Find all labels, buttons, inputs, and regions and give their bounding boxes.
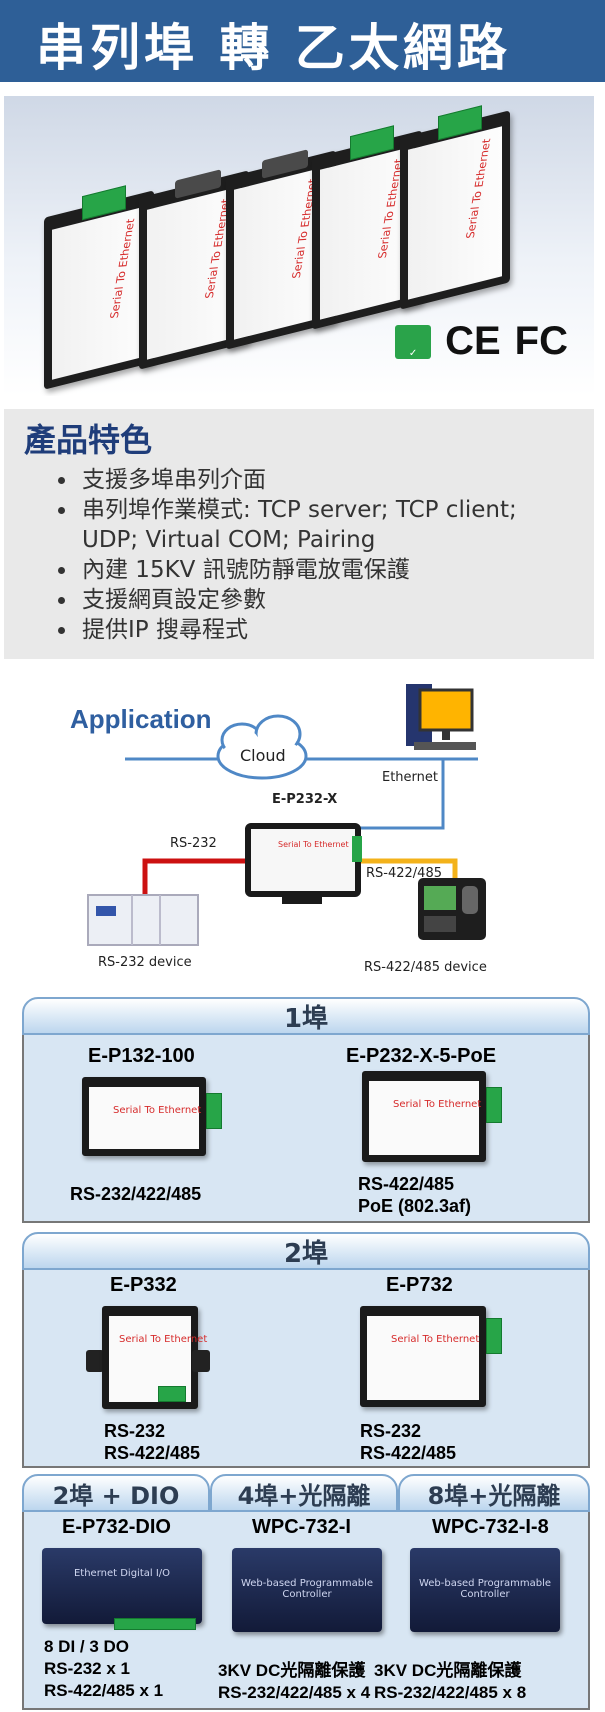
product-name: E-P332 <box>110 1274 177 1296</box>
terminal-block <box>114 1618 196 1630</box>
page-title: 串列埠 轉 乙太網路 <box>36 19 511 77</box>
feature-item: 支援網頁設定參數 <box>56 585 517 615</box>
terminal-block <box>82 185 126 221</box>
feature-item: 支援多埠串列介面 <box>56 465 517 495</box>
product-desc: RS-422/485 <box>104 1443 201 1463</box>
device-label: Serial To Ethernet <box>107 218 138 320</box>
eco-label-icon: ✓ <box>395 324 432 359</box>
terminal-block <box>486 1087 502 1123</box>
cloud-label: Cloud <box>240 746 286 765</box>
product-name: E-P232-X-5-PoE <box>346 1045 497 1067</box>
product-desc: RS-232/422/485 x 4 <box>218 1683 371 1702</box>
terminal-block <box>158 1386 186 1402</box>
feature-item-continued: UDP; Virtual COM; Pairing <box>82 527 376 553</box>
device-label: Ethernet Digital I/O <box>73 1568 171 1579</box>
product-desc: 8 DI / 3 DO <box>44 1637 130 1656</box>
db9-connector <box>262 149 308 179</box>
product-desc: RS-422/485 <box>358 1174 455 1194</box>
ethernet-label: Ethernet <box>382 770 438 785</box>
feature-item: 提供IP 搜尋程式 <box>56 615 517 645</box>
mounting-ear <box>192 1350 210 1372</box>
product-desc: RS-422/485 <box>360 1443 457 1463</box>
product-desc: PoE (802.3af) <box>358 1196 472 1216</box>
product-desc: RS-232 x 1 <box>44 1659 130 1678</box>
computer-icon <box>406 684 476 750</box>
features-heading: 產品特色 <box>24 421 153 459</box>
product-desc: RS-232 <box>104 1421 166 1441</box>
rs232-line <box>142 858 248 895</box>
device-label: Web-based Programmable Controller <box>418 1578 552 1600</box>
plc-device-icon <box>87 894 199 946</box>
features-section: 產品特色 支援多埠串列介面 串列埠作業模式: TCP server; TCP c… <box>4 409 594 659</box>
device-label: Web-based Programmable Controller <box>240 1578 374 1600</box>
device-label: Serial To Ethernet <box>113 1105 202 1116</box>
db9-connector <box>175 169 221 199</box>
ethernet-drop-line <box>352 759 445 830</box>
device-label: Serial To Ethernet <box>393 1099 482 1110</box>
features-list: 支援多埠串列介面 串列埠作業模式: TCP server; TCP client… <box>56 465 517 645</box>
tab-eight-port-isolated: 8埠+光隔離 <box>398 1474 590 1512</box>
cloud-icon <box>216 714 308 780</box>
device-label: Serial To Ethernet <box>391 1334 480 1345</box>
tab-one-port: 1埠 <box>22 997 590 1035</box>
fingerprint-reader-icon <box>418 878 486 940</box>
product-desc: 3KV DC光隔離保護 <box>374 1661 522 1680</box>
rs422-line <box>358 858 458 878</box>
product-desc: RS-422/485 x 1 <box>44 1681 164 1700</box>
product-image: Serial To Ethernet <box>362 1071 486 1162</box>
product-photo: Serial To Ethernet Serial To Ethernet Se… <box>4 96 594 396</box>
product-image: Serial To Ethernet <box>82 1077 206 1156</box>
feature-item: 內建 15KV 訊號防靜電放電保護 <box>56 555 517 585</box>
rs422-device-label: RS-422/485 device <box>364 960 487 975</box>
rs422-line-label: RS-422/485 <box>366 866 442 881</box>
product-desc: RS-232/422/485 <box>70 1184 202 1204</box>
product-image: Web-based Programmable Controller <box>232 1548 382 1632</box>
terminal-block <box>350 125 394 161</box>
product-name: E-P732 <box>386 1274 453 1296</box>
product-name: WPC-732-I <box>252 1516 351 1538</box>
one-port-panel: E-P132-100 Serial To Ethernet RS-232/422… <box>22 1033 590 1223</box>
product-desc: RS-232/422/485 x 8 <box>374 1683 527 1702</box>
page-header: 串列埠 轉 乙太網路 <box>0 0 605 82</box>
tab-four-port-isolated: 4埠+光隔離 <box>210 1474 398 1512</box>
rs232-line-label: RS-232 <box>170 836 217 851</box>
device-label: Serial To Ethernet <box>119 1334 208 1345</box>
application-label: Application <box>70 704 212 734</box>
product-image: Serial To Ethernet <box>360 1306 486 1407</box>
fcc-mark: FC <box>514 319 568 363</box>
terminal-block <box>438 105 482 141</box>
terminal-block <box>486 1318 502 1354</box>
device-image: Serial To Ethernet <box>400 105 510 310</box>
network-diagram: Application Cloud Ethernet E-P232-X Seri… <box>0 680 605 980</box>
center-device-label: Serial To Ethernet <box>278 840 349 849</box>
product-name: E-P132-100 <box>88 1045 195 1067</box>
product-image: Web-based Programmable Controller <box>410 1548 560 1632</box>
ce-mark: CE <box>445 319 501 363</box>
product-name: E-P732-DIO <box>62 1516 171 1538</box>
multi-port-panel: E-P732-DIO Ethernet Digital I/O 8 DI / 3… <box>22 1510 590 1710</box>
tab-two-port-dio: 2埠 + DIO <box>22 1474 210 1512</box>
center-device-image <box>245 823 362 904</box>
diagram-lines <box>87 684 486 946</box>
product-desc: RS-232 <box>360 1421 422 1441</box>
product-name: WPC-732-I-8 <box>432 1516 549 1538</box>
device-image: Serial To Ethernet <box>44 185 154 390</box>
terminal-block <box>206 1093 222 1129</box>
feature-item: 串列埠作業模式: TCP server; TCP client; <box>56 495 517 525</box>
product-image: Ethernet Digital I/O <box>42 1548 202 1624</box>
device-label: Serial To Ethernet <box>463 138 494 240</box>
rs232-device-label: RS-232 device <box>98 955 192 970</box>
product-desc: 3KV DC光隔離保護 <box>218 1661 366 1680</box>
center-device-name: E-P232-X <box>272 792 338 807</box>
mounting-ear <box>86 1350 104 1372</box>
tab-two-port: 2埠 <box>22 1232 590 1270</box>
two-port-panel: E-P332 Serial To Ethernet RS-232 RS-422/… <box>22 1268 590 1468</box>
certification-logos: ✓ CE FC <box>395 319 568 364</box>
